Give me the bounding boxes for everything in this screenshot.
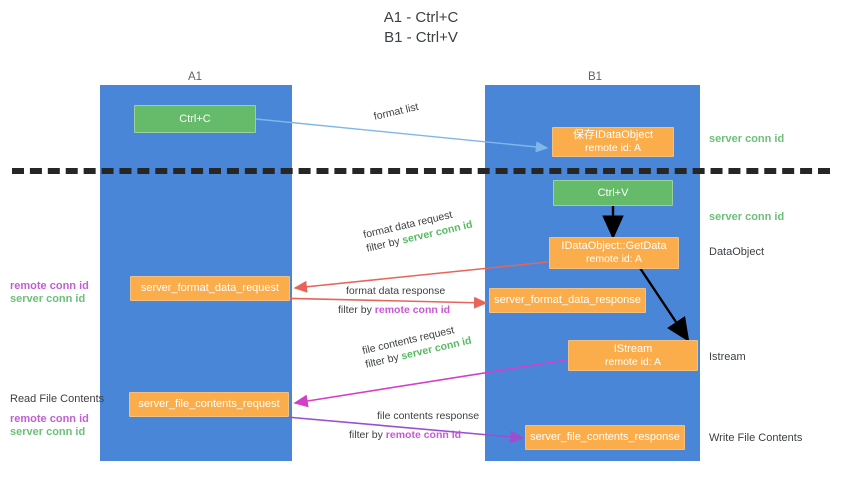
node-istream-sub: remote id: A (604, 355, 662, 368)
node-istream-label: IStream (613, 342, 653, 355)
edge-label-file-contents-request: file contents request filter by server c… (361, 320, 473, 372)
node-idataobject-create[interactable]: 保存IDataObject remote id: A (552, 127, 674, 157)
filter-prefix: filter by (338, 304, 375, 316)
filter-prefix: filter by (349, 429, 386, 441)
right-label-dataobject: DataObject (709, 246, 765, 258)
edge-label-format-data-response-line1: format data response (346, 285, 446, 297)
edge-label-file-contents-response-line2: filter by remote conn id (349, 428, 479, 442)
node-server-format-data-request-label: server_format_data_request (140, 282, 280, 294)
node-ctrl-v[interactable]: Ctrl+V (553, 180, 673, 206)
lane-a1-name: A1 (187, 71, 203, 83)
edge-label-file-contents-response: file contents response filter by remote … (349, 409, 480, 442)
node-server-format-data-request[interactable]: server_format_data_request (130, 276, 290, 301)
left-label-read-file-contents: Read File Contents (10, 393, 105, 405)
edge-label-file-contents-response-line1: file contents response (377, 410, 480, 422)
left-label-server-conn-id-1: server conn id (10, 293, 86, 305)
filter-key-remote-conn-id: remote conn id (374, 304, 451, 316)
filter-key-remote-conn-id: remote conn id (385, 429, 462, 441)
edge-label-format-data-response: format data response filter by remote co… (338, 284, 450, 317)
right-label-istream: Istream (709, 351, 746, 363)
node-server-format-data-response[interactable]: server_format_data_response (489, 288, 646, 313)
node-server-format-data-response-label: server_format_data_response (494, 294, 641, 306)
right-label-write-file-contents: Write File Contents (709, 432, 803, 444)
edge-label-format-list: format list (372, 100, 420, 124)
edge-label-format-list-text: format list (372, 100, 420, 123)
node-server-file-contents-response-label: server_file_contents_response (530, 431, 680, 443)
lane-b1-name: B1 (587, 71, 603, 83)
node-idataobject-create-label: 保存IDataObject (572, 129, 654, 141)
node-ctrl-c-label: Ctrl+C (179, 112, 211, 125)
node-server-file-contents-response[interactable]: server_file_contents_response (525, 425, 685, 450)
node-server-file-contents-request-label: server_file_contents_request (138, 398, 280, 410)
node-getdata-sub: remote id: A (585, 253, 643, 265)
edge-label-format-data-response-line2: filter by remote conn id (338, 303, 450, 317)
phase-divider (12, 168, 830, 174)
diagram-title: A1 - Ctrl+C B1 - Ctrl+V (0, 8, 842, 48)
left-label-remote-conn-id-2: remote conn id (10, 413, 89, 425)
node-server-file-contents-request[interactable]: server_file_contents_request (129, 392, 289, 417)
node-ctrl-c[interactable]: Ctrl+C (134, 105, 256, 133)
left-label-server-conn-id-2: server conn id (10, 426, 86, 438)
node-idataobject-create-sub: remote id: A (584, 142, 642, 154)
title-line-2: B1 - Ctrl+V (384, 29, 458, 46)
edge-label-format-data-request: format data request filter by server con… (362, 204, 474, 256)
left-label-remote-conn-id-1: remote conn id (10, 280, 89, 292)
node-getdata-label: IDataObject::GetData (561, 240, 667, 252)
node-istream[interactable]: IStream remote id: A (568, 340, 698, 371)
title-line-1: A1 - Ctrl+C (383, 9, 459, 26)
right-label-server-conn-id-mid: server conn id (709, 211, 785, 223)
right-label-server-conn-id-top: server conn id (709, 133, 785, 145)
node-ctrl-v-label: Ctrl+V (597, 186, 629, 199)
node-getdata[interactable]: IDataObject::GetData remote id: A (549, 237, 679, 269)
